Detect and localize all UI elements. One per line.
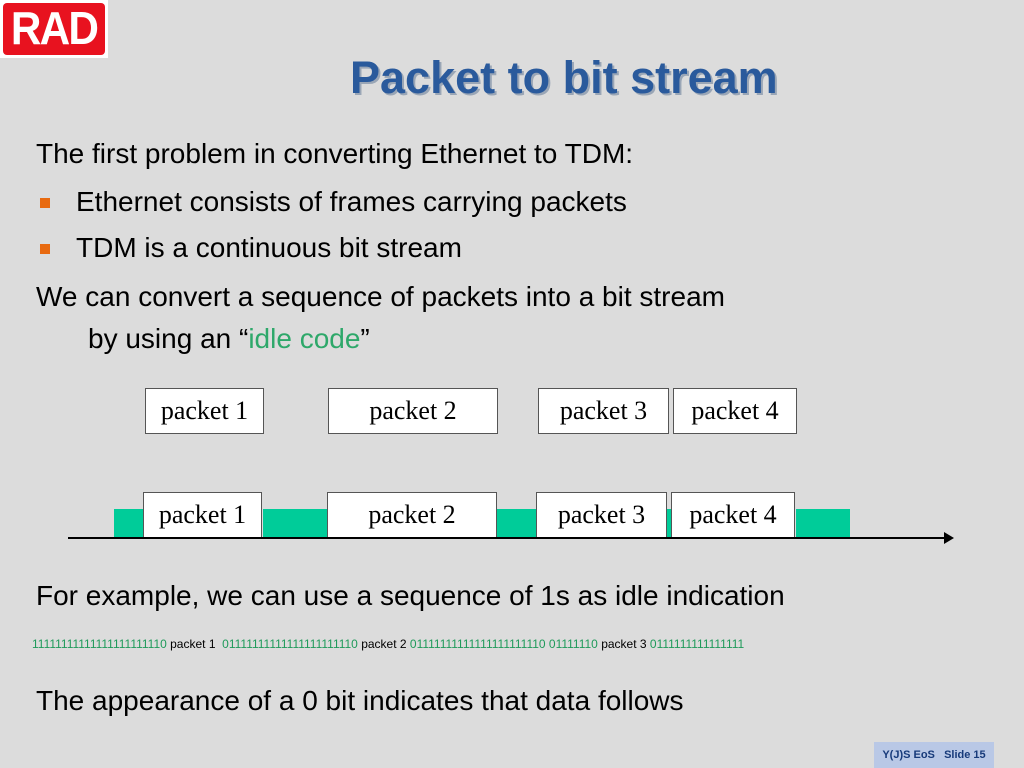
idle-fill-1 — [114, 509, 144, 537]
bitstream-packet-3: packet 3 — [597, 637, 650, 651]
example-text: For example, we can use a sequence of 1s… — [36, 580, 785, 611]
logo-text: RAD — [10, 2, 99, 54]
top-packet-4: packet 4 — [673, 388, 797, 434]
intro-text: The first problem in converting Ethernet… — [36, 138, 634, 169]
bitstream-packet-1: packet 1 — [166, 637, 223, 651]
rad-logo: RAD — [0, 0, 108, 58]
convert-prefix: by using an “ — [88, 323, 249, 354]
top-packet-3: packet 3 — [538, 388, 669, 434]
bitstream-idle-2: 01111111111111111111110 — [222, 637, 358, 651]
bottom-packet-4: packet 4 — [671, 492, 795, 538]
bullet-item-1: Ethernet consists of frames carrying pac… — [76, 186, 627, 217]
idle-fill-4 — [667, 509, 671, 537]
top-packet-1: packet 1 — [145, 388, 264, 434]
convert-suffix: ” — [360, 323, 370, 354]
convert-text-line2: by using an “idle code” — [88, 323, 370, 355]
top-packet-2: packet 2 — [328, 388, 498, 434]
footer-slide-number: Slide 15 — [944, 749, 986, 761]
slide-title: Packet to bit stream — [350, 52, 778, 103]
conclusion-text: The appearance of a 0 bit indicates that… — [36, 685, 684, 716]
slide-footer: Y(J)S EoS Slide 15 — [874, 742, 994, 768]
bit-stream: 11111111111111111111110 packet 1 0111111… — [32, 637, 744, 651]
bitstream-idle-1: 11111111111111111111110 — [32, 637, 167, 651]
bottom-packet-1: packet 1 — [143, 492, 262, 538]
convert-text-line1: We can convert a sequence of packets int… — [36, 281, 725, 312]
idle-fill-5 — [796, 509, 850, 537]
bottom-packet-2: packet 2 — [327, 492, 497, 538]
idle-fill-2 — [263, 509, 328, 537]
idle-fill-3 — [497, 509, 537, 537]
bullet-item-2: TDM is a continuous bit stream — [76, 232, 462, 263]
bitstream-idle-4: 0111111111111111 — [649, 637, 745, 651]
bullet-marker-2 — [40, 244, 50, 254]
bottom-packet-3: packet 3 — [536, 492, 667, 538]
time-axis — [68, 537, 946, 539]
bullet-marker-1 — [40, 198, 50, 208]
bitstream-idle-3: 01111111111111111111110 01111110 — [409, 637, 598, 651]
axis-arrowhead — [944, 532, 954, 544]
footer-course: Y(J)S EoS — [882, 749, 935, 761]
bitstream-packet-2: packet 2 — [357, 637, 410, 651]
logo-plate — [3, 3, 105, 55]
idle-code-term: idle code — [248, 323, 361, 354]
